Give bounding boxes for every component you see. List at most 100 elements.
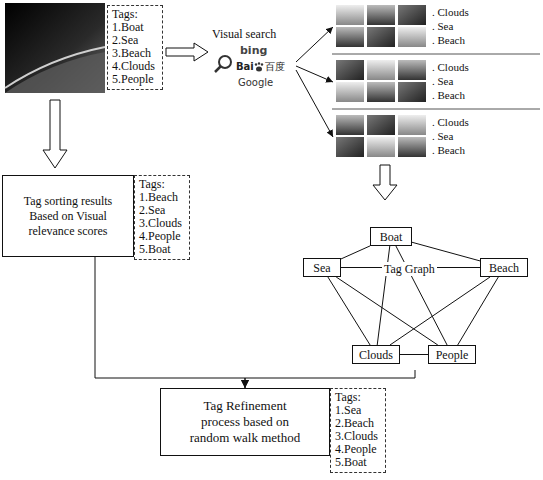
graph-edge xyxy=(400,354,428,355)
graph-edge xyxy=(458,277,499,345)
process-text: Tag sorting results Based on Visual rele… xyxy=(12,194,124,239)
tag-graph-node: Beach xyxy=(480,258,528,277)
result-thumb xyxy=(398,27,426,47)
query-photo xyxy=(5,3,105,93)
result-tag: . Beach xyxy=(432,34,465,46)
result-thumb xyxy=(398,137,426,157)
result-thumb xyxy=(336,60,364,80)
result-tag: . Sea xyxy=(432,130,453,142)
paw-toe xyxy=(261,63,263,65)
paw-toe xyxy=(255,63,257,65)
process-box: Tag Refinement process based on random w… xyxy=(160,388,330,456)
tag-item: 4.People xyxy=(139,230,185,243)
graph-node-text: Beach xyxy=(489,260,519,276)
result-thumb xyxy=(367,137,395,157)
result-tag: . Beach xyxy=(432,89,465,101)
tag-item: 1.Boat xyxy=(112,21,158,34)
tag-list-box: Tags:1.Boat2.Sea3.Beach4.Clouds5.People xyxy=(107,5,163,90)
result-thumb xyxy=(336,5,364,25)
result-thumb xyxy=(336,137,364,157)
result-thumb xyxy=(398,5,426,25)
hollow-arrow xyxy=(166,43,208,61)
graph-edge xyxy=(396,246,447,345)
result-tag: . Clouds xyxy=(432,6,469,18)
graph-edge xyxy=(328,277,370,345)
tag-item: 4.Clouds xyxy=(112,60,158,73)
result-tag: . Clouds xyxy=(432,61,469,73)
tag-graph-node: Boat xyxy=(370,227,412,246)
result-grid xyxy=(336,5,426,47)
separator-line xyxy=(332,109,540,110)
tag-item: Tags: xyxy=(335,391,381,404)
result-grid xyxy=(336,115,426,157)
tag-list-box: Tags:1.Sea2.Beach3.Clouds4.People5.Boat xyxy=(330,388,386,473)
search-arrow xyxy=(296,27,333,62)
search-arrows xyxy=(296,27,333,137)
photo-ground xyxy=(5,3,105,93)
tag-item: 2.Beach xyxy=(335,417,381,430)
tag-item: 3.Clouds xyxy=(139,217,185,230)
hollow-arrow xyxy=(373,165,397,200)
baidu-paw xyxy=(255,62,263,71)
tag-item: 5.People xyxy=(112,73,158,86)
tag-graph: Tag Graph BoatSea BeachClouds People xyxy=(300,205,534,370)
engine-logo-text: bing xyxy=(240,45,267,57)
separator-line xyxy=(332,54,540,55)
graph-edge xyxy=(390,277,490,345)
tag-item: Tags: xyxy=(139,178,185,191)
result-thumb xyxy=(398,115,426,135)
magnifier-icon xyxy=(215,56,231,72)
tag-graph-node: People xyxy=(428,345,476,364)
graph-edge xyxy=(341,246,370,259)
search-arrow xyxy=(296,70,333,137)
result-thumb xyxy=(336,82,364,102)
graph-node-text: Boat xyxy=(380,229,403,245)
tag-item: 5.Boat xyxy=(335,456,381,469)
graph-node-text: Sea xyxy=(313,260,330,276)
result-thumb xyxy=(367,115,395,135)
result-thumb xyxy=(336,27,364,47)
tag-item: 1.Sea xyxy=(335,404,381,417)
result-thumb xyxy=(367,5,395,25)
graph-edge xyxy=(412,242,480,261)
result-tag: . Beach xyxy=(432,144,465,156)
paw-pad xyxy=(256,67,262,72)
tag-list-box: Tags:1.Beach2.Sea3.Clouds4.People5.Boat xyxy=(134,175,190,260)
paw-toe xyxy=(258,62,260,64)
tag-graph-node: Clouds xyxy=(352,345,400,364)
photo-sand xyxy=(5,52,105,93)
flow-arrow xyxy=(245,370,415,388)
result-thumb xyxy=(398,82,426,102)
search-caption: Visual search xyxy=(212,28,276,41)
tag-item: 4.People xyxy=(335,443,381,456)
graph-edge xyxy=(336,277,438,345)
result-tag: . Sea xyxy=(432,20,453,32)
graph-title: Tag Graph xyxy=(382,262,437,276)
engine-logo-text: Bai xyxy=(236,61,254,72)
graph-node-text: Clouds xyxy=(359,347,393,363)
result-thumb xyxy=(398,60,426,80)
process-text: Tag Refinement process based on random w… xyxy=(184,398,306,447)
tag-item: 3.Beach xyxy=(112,47,158,60)
flow-arrow xyxy=(95,257,245,388)
graph-edge xyxy=(377,246,390,345)
result-thumb xyxy=(367,27,395,47)
tag-item: Tags: xyxy=(112,8,158,21)
result-thumb xyxy=(336,115,364,135)
tag-item: 3.Clouds xyxy=(335,430,381,443)
result-grid xyxy=(336,60,426,102)
engine-logo-text: Google xyxy=(238,77,273,88)
engine-logo-text: 百度 xyxy=(265,61,285,72)
result-tag: . Clouds xyxy=(432,116,469,128)
hollow-arrow xyxy=(43,100,67,168)
result-thumb xyxy=(367,60,395,80)
tag-item: 5.Boat xyxy=(139,243,185,256)
tag-graph-node: Sea xyxy=(303,258,341,277)
process-box: Tag sorting results Based on Visual rele… xyxy=(2,175,134,257)
graph-node-text: People xyxy=(436,347,469,363)
photo-shoreline xyxy=(5,47,105,88)
tag-item: 2.Sea xyxy=(139,204,185,217)
result-tag: . Sea xyxy=(432,75,453,87)
result-thumb xyxy=(367,82,395,102)
